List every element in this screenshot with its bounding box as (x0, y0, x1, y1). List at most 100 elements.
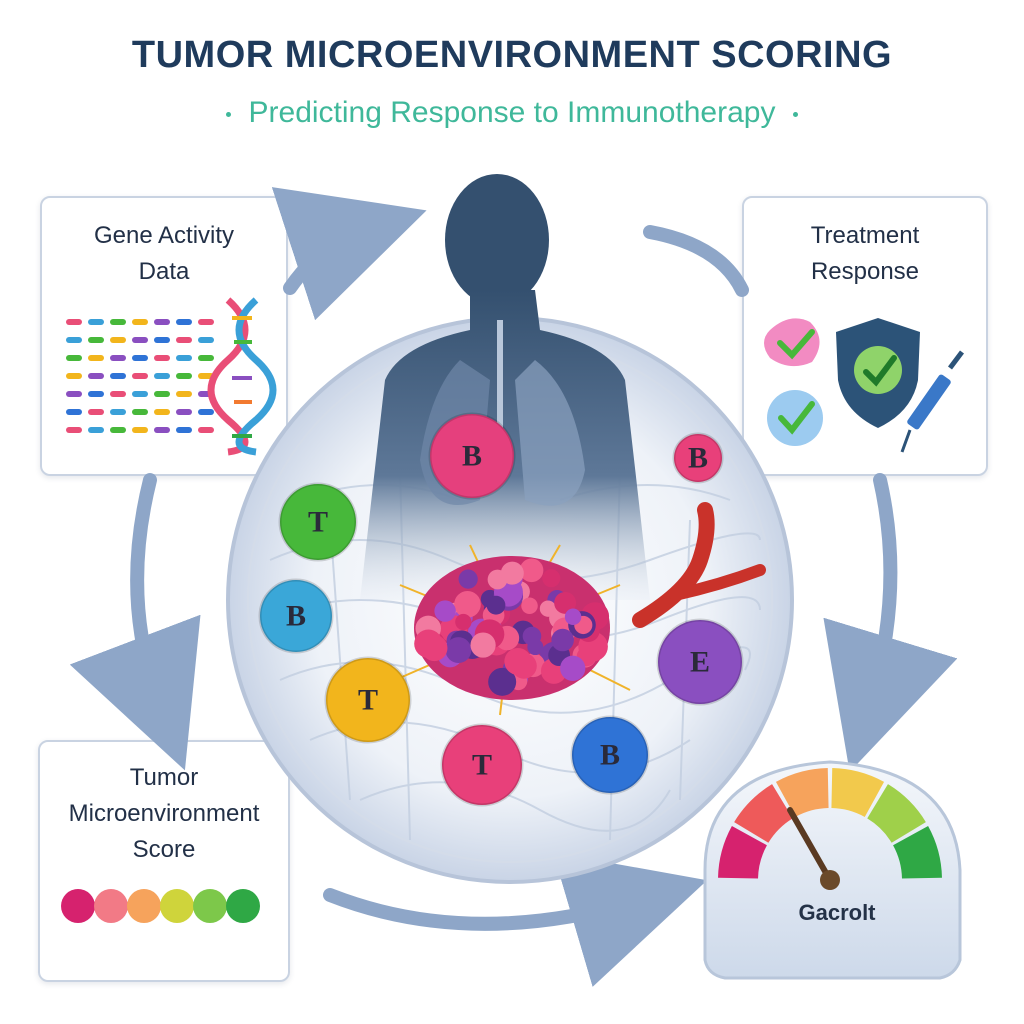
tumor-cell (480, 589, 500, 609)
tumor-cell (445, 602, 465, 622)
immune-cell-body (428, 412, 516, 500)
tumor-cell (547, 590, 567, 610)
tumor-cell (539, 641, 570, 672)
arrow-right-down (823, 473, 958, 772)
tumor-cell (486, 595, 506, 615)
arrow-top-right (643, 225, 749, 297)
tumor-cell (482, 604, 505, 627)
tumor-cell (581, 602, 610, 631)
immune-cell: B (672, 432, 724, 484)
panel-tme-score: Tumor Microenvironment Score (38, 740, 290, 982)
immune-cell: E (656, 618, 744, 706)
tumor-cell (550, 622, 572, 644)
tumor-cell (454, 591, 481, 618)
tumor-cell (521, 653, 546, 678)
immune-cell: B (428, 412, 516, 500)
immune-cell-letter: B (286, 600, 306, 633)
tumor-cell (474, 619, 505, 650)
panel-title: Gene Activity Data (93, 222, 235, 285)
bullet-icon (225, 111, 231, 117)
immune-cell-body (258, 578, 334, 654)
tumor-cell (439, 615, 468, 643)
tumor-cell (470, 632, 496, 658)
panel-treatment-response: Treatment Response (742, 196, 988, 476)
tumor-cell (519, 558, 544, 583)
tumor-cell (415, 615, 441, 642)
panel-title: Treatment Response (810, 222, 920, 285)
tumor-cell (481, 618, 502, 639)
immune-cell-letter: B (688, 442, 708, 475)
panel-title: Tumor Microenvironment Score (68, 764, 260, 863)
tumor-cell (577, 619, 600, 643)
tumor-cell (472, 619, 503, 650)
tumor-cell (522, 626, 542, 646)
tumor-cell (421, 635, 448, 662)
tumor-cell (483, 599, 503, 619)
tumor-cell (576, 646, 596, 667)
tumor-cell (504, 647, 532, 676)
tumor-cell (493, 581, 524, 611)
immune-cell-body (570, 715, 650, 795)
tissue-mesh (264, 469, 761, 841)
tumor-cell (568, 611, 596, 639)
tumor-cell (494, 625, 520, 651)
immune-cell-body (672, 432, 724, 484)
gauge-segment (734, 784, 793, 843)
tumor-cell (527, 639, 544, 656)
tumor-cell (434, 600, 456, 622)
tumor-cell (564, 608, 582, 626)
bullet-icon (793, 111, 799, 117)
tumor-cell (488, 667, 517, 696)
diagram-title: TUMOR MICROENVIRONMENT SCORING (131, 34, 893, 76)
immune-cell: T (278, 482, 358, 562)
tumor-cell (551, 628, 574, 652)
immune-cell-letter: T (308, 506, 328, 539)
tumor-cell (511, 620, 535, 645)
tumor-cell (446, 630, 467, 651)
immune-cell: T (324, 656, 412, 744)
tumor-cell (498, 566, 523, 591)
gauge-segment (718, 825, 767, 879)
diagram-subtitle: Predicting Response to Immunotherapy (0, 96, 1024, 130)
tumor-cell (437, 621, 456, 640)
tumor-cell (572, 643, 597, 668)
immune-cell-body (324, 656, 412, 744)
gauge-icon (703, 760, 962, 980)
human-silhouette-icon (360, 174, 650, 600)
tumor-cell (552, 617, 577, 642)
gauge-segment (775, 768, 829, 817)
immune-cell-letter: T (472, 749, 492, 782)
gauge-segment (867, 784, 926, 843)
tumor-cell (478, 625, 496, 643)
immune-cell: B (258, 578, 334, 654)
tumor-cell (548, 644, 571, 667)
tumor-cell (509, 669, 528, 688)
immune-cell-letter: E (690, 646, 710, 679)
arrow-top-left (271, 187, 427, 321)
tumor-cell (482, 627, 511, 656)
gauge-segment (893, 825, 942, 879)
tumor-cell (542, 569, 561, 588)
tumor-cell (560, 655, 586, 681)
blood-vessel-icon (632, 502, 766, 628)
immune-cell-letter: B (462, 440, 482, 473)
tumor-cell (560, 614, 581, 634)
tumor-cell (509, 672, 528, 691)
tumor-cell (467, 618, 496, 646)
gauge-segment (831, 768, 885, 817)
tumor-cell (455, 613, 472, 631)
tumor-cell (574, 615, 593, 635)
microenvironment-sphere (226, 316, 794, 884)
tumor-cell (509, 581, 530, 603)
tumor-cell (578, 631, 608, 662)
immune-cell: T (440, 723, 524, 807)
gauge-label: Gacrolt (798, 900, 876, 925)
tumor-icon (394, 544, 631, 716)
tumor-cell (539, 600, 557, 617)
immune-cell-letter: T (358, 684, 378, 717)
immune-cell-body (656, 618, 744, 706)
tumor-cell (445, 637, 472, 664)
tumor-cell (454, 608, 473, 627)
tumor-cell (511, 653, 537, 679)
